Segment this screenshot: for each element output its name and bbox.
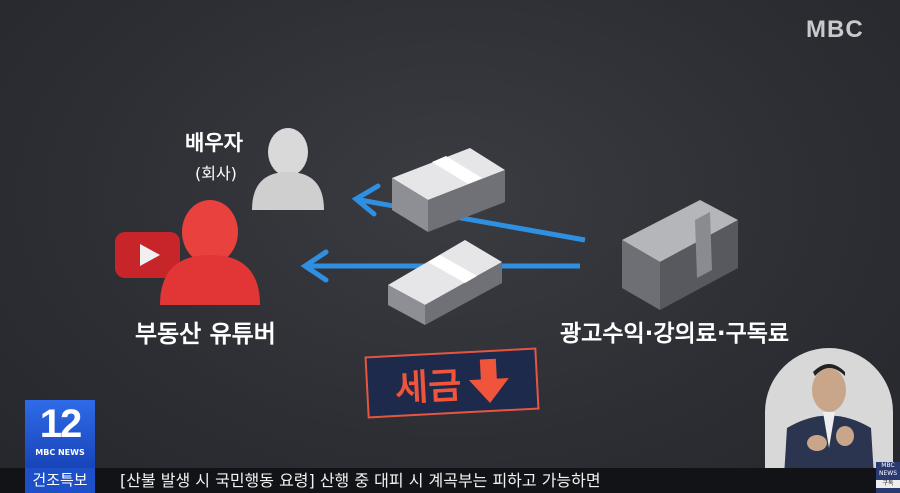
arrow-down-icon [468, 358, 509, 404]
youtuber-person-icon [160, 200, 260, 305]
subscribe-button[interactable]: 구독 [876, 480, 900, 488]
channel-number: 12 [39, 402, 83, 446]
corner-badge: MBC NEWS 구독 [876, 462, 900, 493]
money-stack-lower-icon [388, 240, 502, 325]
ticker-tag: 건조특보 [25, 468, 95, 493]
tax-label: 세금 [394, 365, 463, 410]
corner-network: MBC NEWS [878, 462, 898, 477]
spouse-person-icon [252, 128, 324, 210]
income-label: 광고수익·강의료·구독료 [560, 321, 790, 347]
channel-badge: 12 MBC NEWS [25, 400, 95, 468]
spouse-label: 배우자 [185, 131, 243, 155]
ticker-text: [산불 발생 시 국민행동 요령] 산행 중 대피 시 계곡부는 피하고 가능하… [120, 471, 601, 490]
money-stack-upper-icon [392, 148, 505, 232]
money-stack-large-icon [622, 200, 738, 310]
mbc-logo: MBC [806, 16, 864, 43]
spouse-sublabel: (회사) [195, 164, 237, 183]
news-ticker: 건조특보 [산불 발생 시 국민행동 요령] 산행 중 대피 시 계곡부는 피하… [0, 468, 900, 493]
channel-network: MBC NEWS [35, 448, 85, 457]
youtuber-label: 부동산 유튜버 [135, 320, 276, 348]
youtube-icon [115, 232, 180, 278]
tax-down-badge: 세금 [364, 347, 540, 419]
